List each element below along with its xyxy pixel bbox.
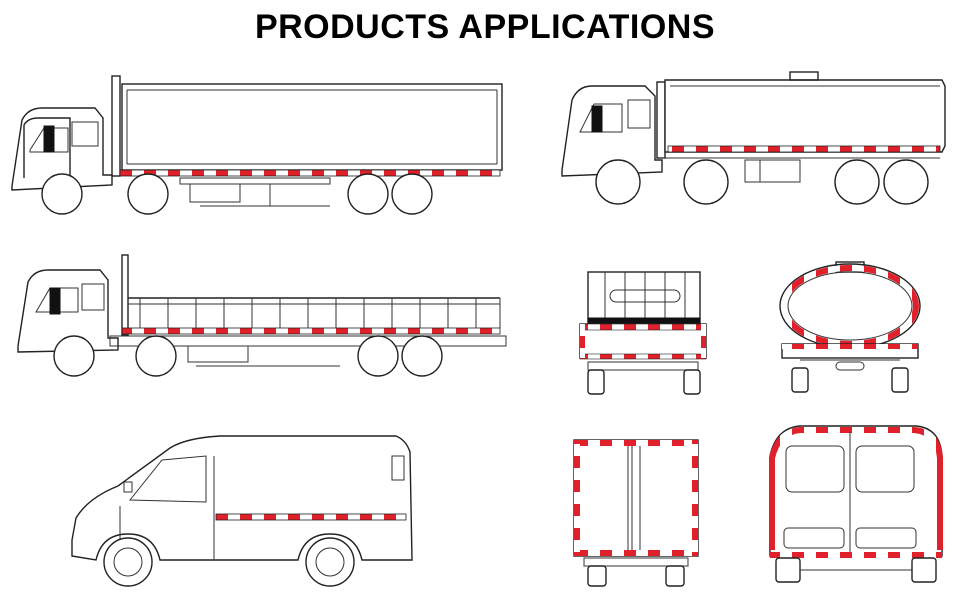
tanker-truck-side-illustration: [561, 71, 946, 205]
van-side-illustration: [71, 435, 413, 587]
box-truck-rear-illustration: [573, 439, 699, 587]
page-title: PRODUCTS APPLICATIONS: [254, 8, 716, 46]
flatbed-truck-rear-illustration: [579, 271, 707, 395]
tanker-truck-rear-illustration: [779, 261, 921, 393]
flatbed-truck-side-illustration: [17, 254, 507, 377]
box-truck-side-illustration: [11, 75, 503, 215]
van-rear-illustration: [769, 425, 943, 583]
